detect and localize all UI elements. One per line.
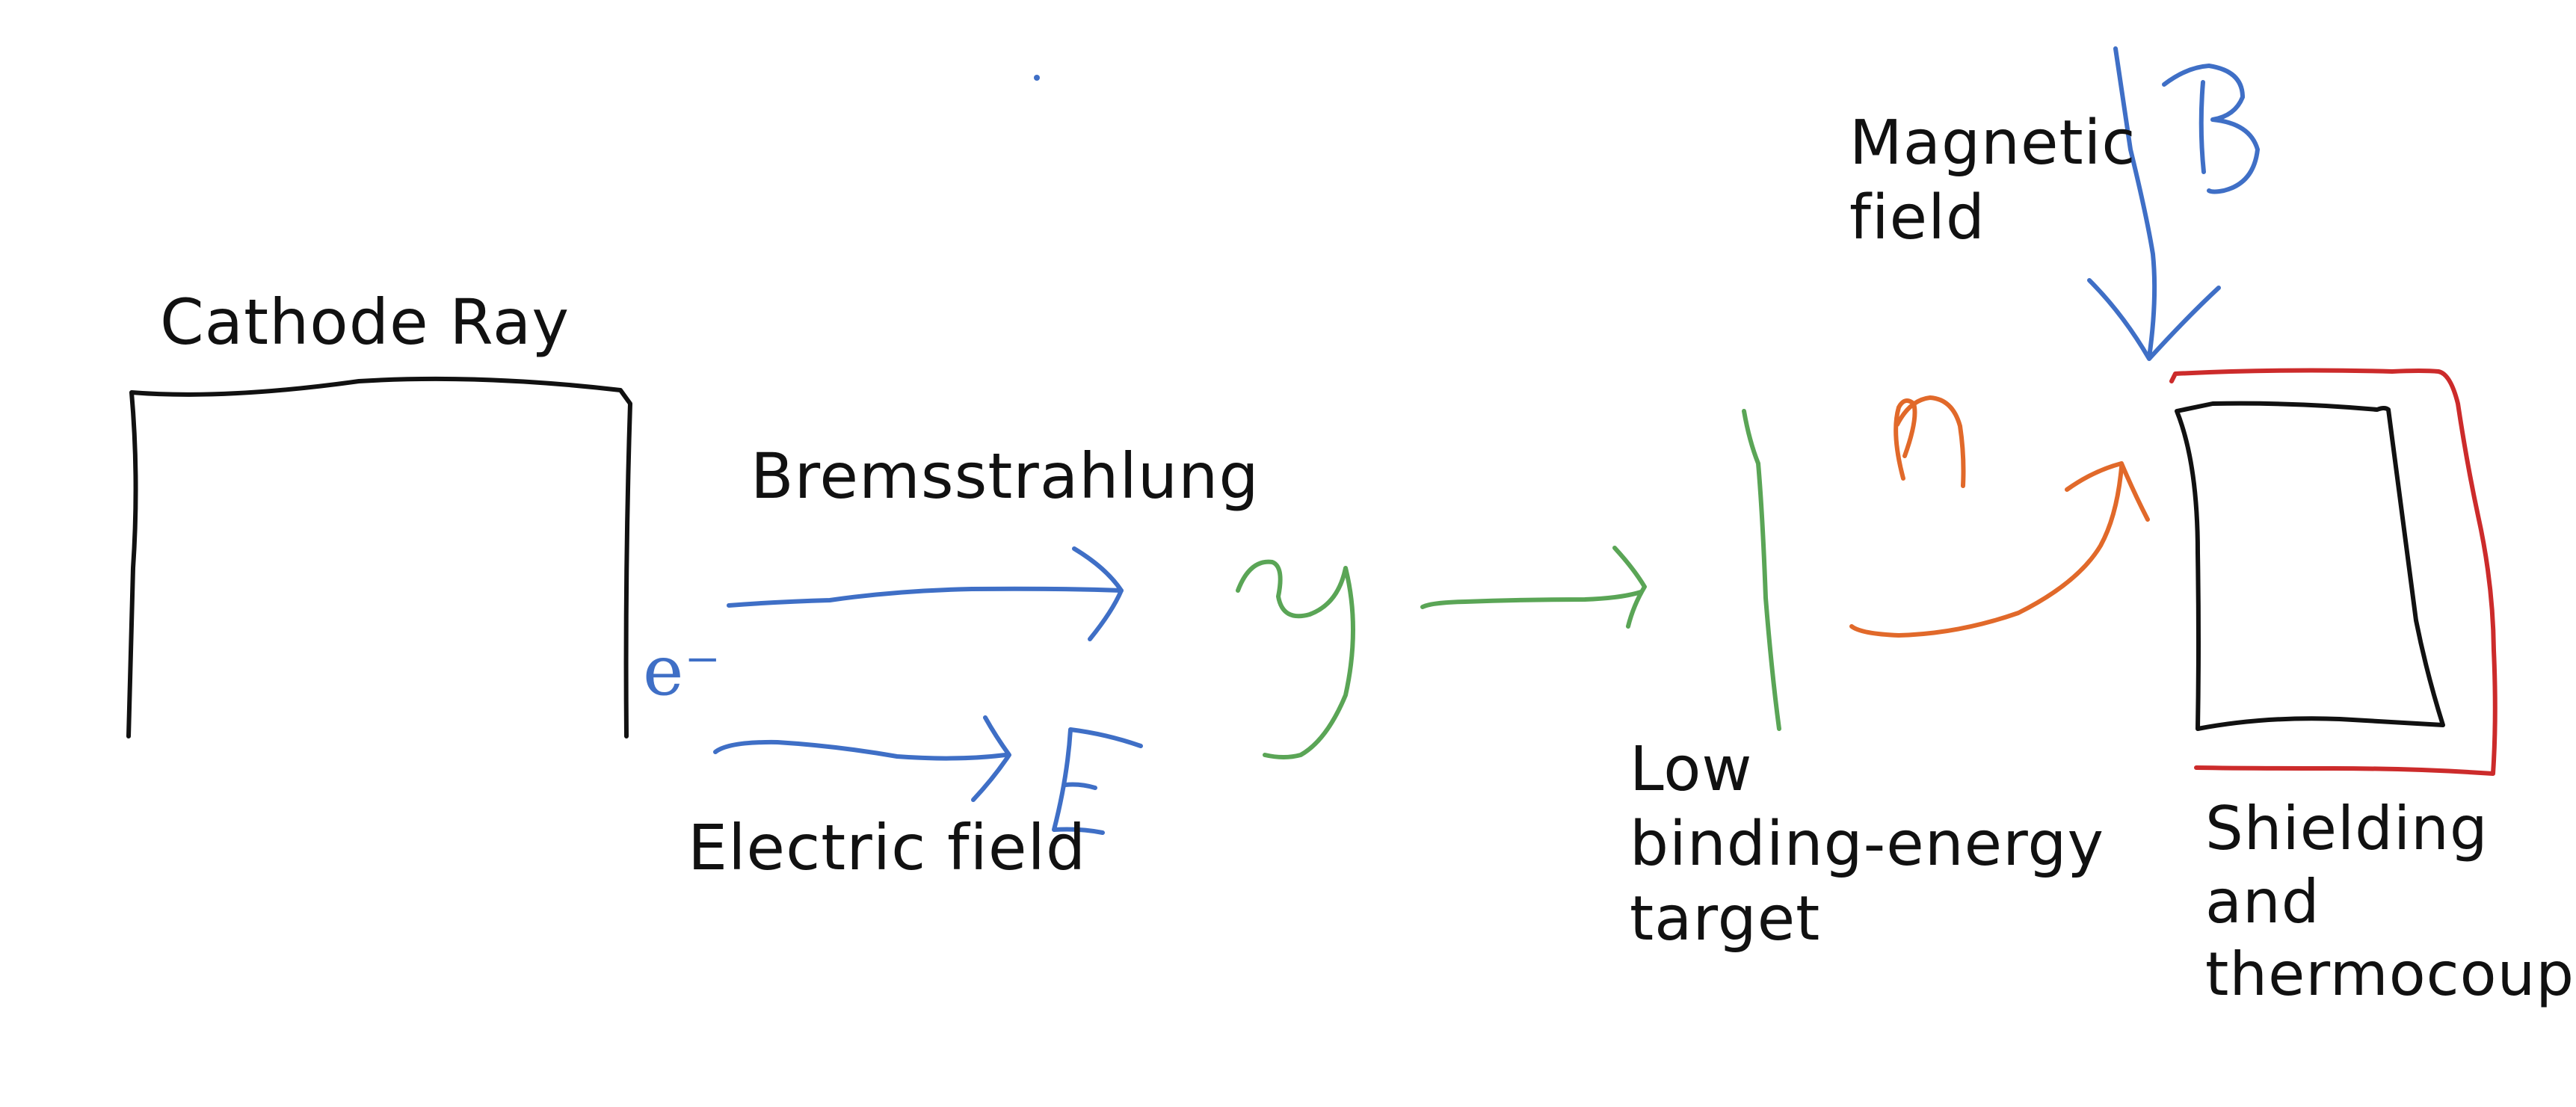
magnetic-field-arrowhead xyxy=(2087,278,2221,361)
magnetic-field-arrow xyxy=(2113,46,2157,360)
shielding-label: Shielding and thermocouple xyxy=(2205,794,2576,1010)
thermocouple-box xyxy=(2175,401,2445,731)
electron-symbol: e⁻ xyxy=(643,546,721,713)
cathode-box xyxy=(126,376,632,738)
gamma-arrowhead xyxy=(1612,546,1647,629)
neutron-arrow xyxy=(1849,465,2124,638)
magnetic-field-label: Magnetic field xyxy=(1849,108,2136,254)
electron-beam-arrow xyxy=(727,586,1124,608)
electric-field-label: Electric field xyxy=(688,811,1087,884)
neutron-arrowhead xyxy=(2065,461,2150,522)
gamma-symbol xyxy=(1236,559,1355,759)
E-field-symbol xyxy=(1052,727,1143,835)
target-label: Low binding-energy target xyxy=(1630,734,2104,955)
bremsstrahlung-label: Bremsstrahlung xyxy=(751,440,1260,513)
electron-symbol-text: e⁻ xyxy=(643,631,722,712)
electron-beam-arrowhead xyxy=(1072,546,1124,641)
cathode-ray-label: Cathode Ray xyxy=(160,286,570,359)
gamma-arrow xyxy=(1420,590,1643,609)
electric-field-arrowhead xyxy=(971,715,1011,802)
electric-field-arrow xyxy=(713,739,1008,761)
target-plate xyxy=(1742,409,1781,731)
neutron-symbol xyxy=(1894,395,1966,488)
stray-dot xyxy=(1034,75,1040,81)
B-field-symbol xyxy=(2162,64,2260,194)
shielding-box xyxy=(2169,368,2498,776)
